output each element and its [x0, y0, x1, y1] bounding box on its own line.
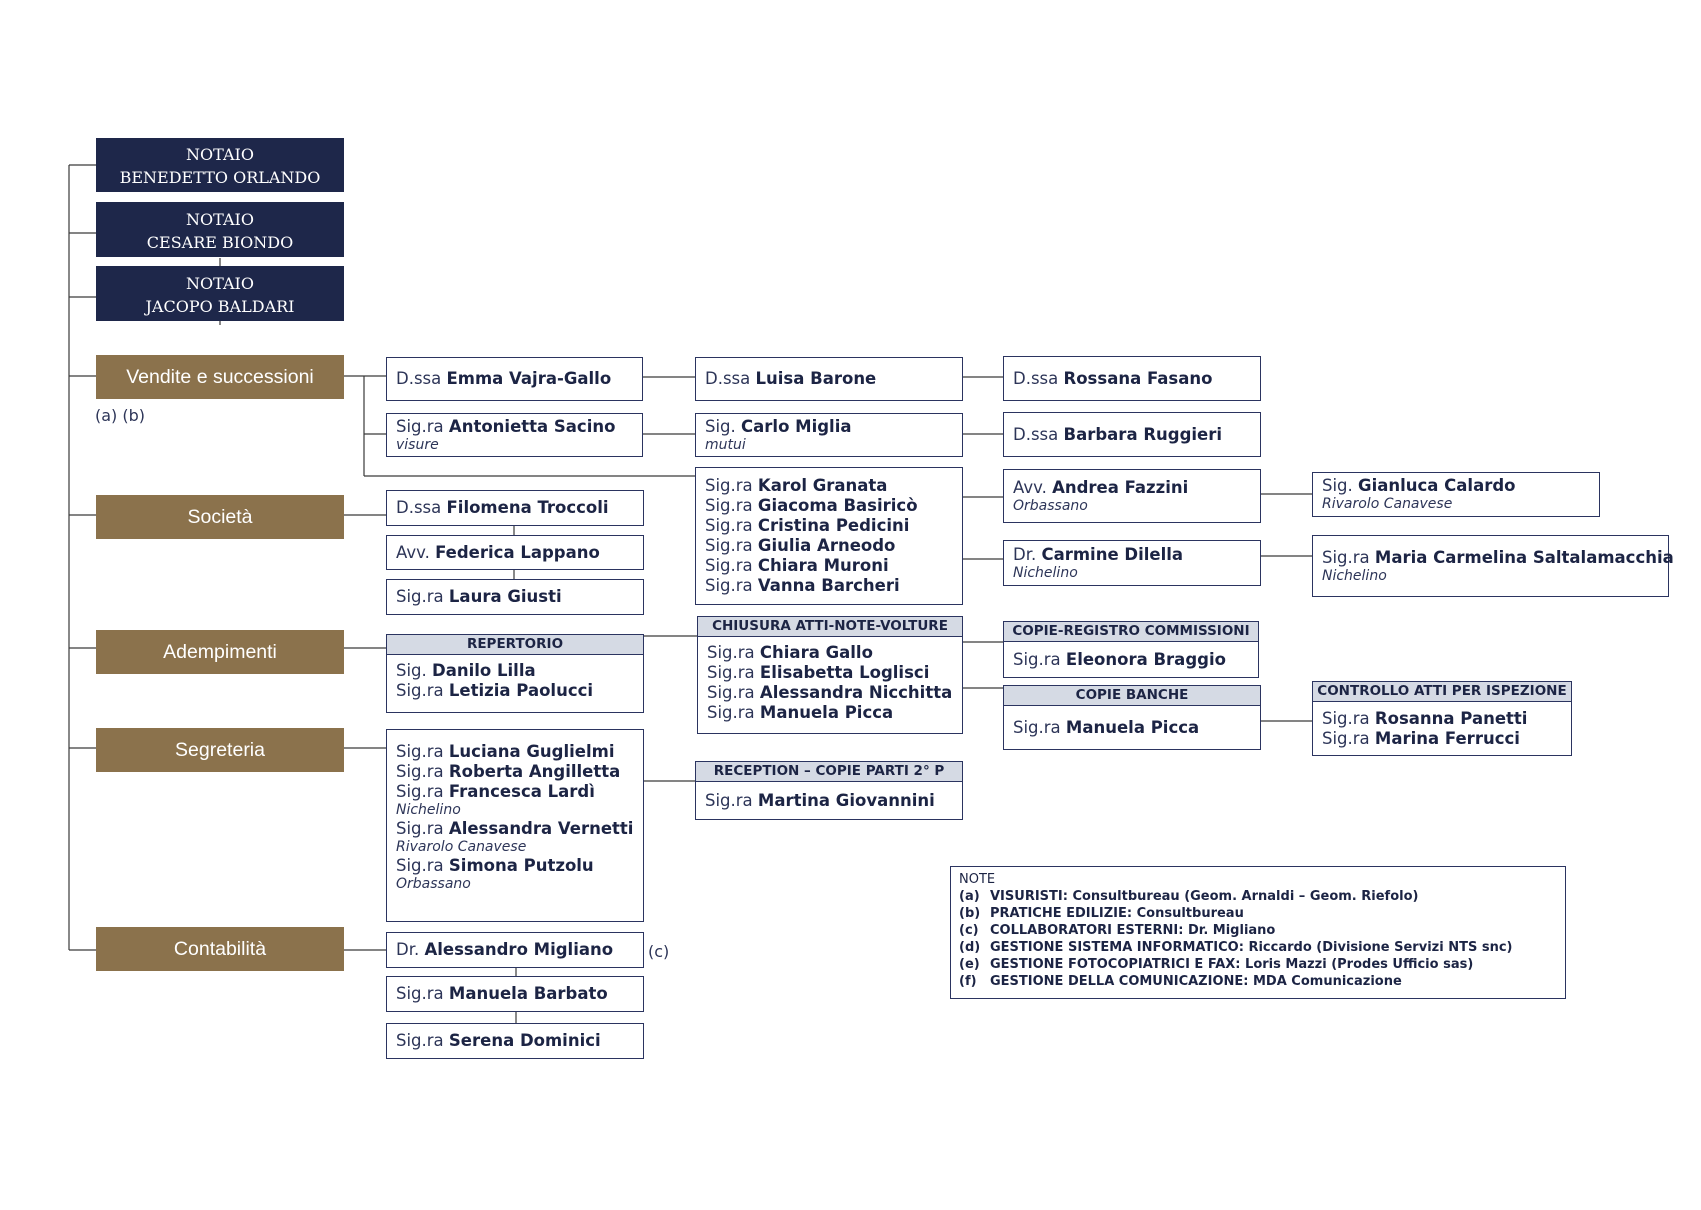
copie-registro-box: Sig.ra Eleonora Braggio [1003, 641, 1259, 678]
person-location: Nichelino [1322, 567, 1387, 584]
header-repertorio: REPERTORIO [386, 634, 644, 655]
person-name: Serena Dominici [448, 1031, 601, 1050]
chiusura-box: Sig.ra Chiara Gallo Sig.ra Elisabetta Lo… [697, 636, 963, 734]
person-box: D.ssa Emma Vajra-Gallo [386, 357, 643, 401]
group-box: Sig.ra Karol Granata Sig.ra Giacoma Basi… [695, 467, 963, 605]
note-item: (b)PRATICHE EDILIZIE: Consultbureau [959, 906, 1244, 921]
notaio-name: CESARE BIONDO [146, 232, 294, 252]
reception-box: Sig.ra Martina Giovannini [695, 781, 963, 820]
person-box: D.ssa Rossana Fasano [1003, 356, 1261, 401]
vendite-note-ref: (a) (b) [95, 406, 146, 425]
person-name: Emma Vajra-Gallo [446, 369, 612, 388]
contabilita-note-ref: (c) [648, 942, 670, 961]
segreteria-box: Sig.ra Luciana Guglielmi Sig.ra Roberta … [386, 729, 644, 922]
person-box: Sig.ra Maria Carmelina Saltalamacchia Ni… [1312, 535, 1674, 597]
person-name: Alessandro Migliano [424, 940, 614, 959]
person-location: Orbassano [1013, 497, 1088, 514]
person-role: mutui [705, 436, 746, 453]
header-copie-registro: COPIE-REGISTRO COMMISSIONI [1003, 621, 1259, 642]
person-name: Federica Lappano [435, 542, 600, 562]
controllo-box: Sig.ra Rosanna Panetti Sig.ra Marina Fer… [1312, 701, 1572, 756]
notes-title: NOTE [959, 872, 996, 887]
person-location: Nichelino [1013, 564, 1078, 581]
note-item: (e)GESTIONE FOTOCOPIATRICI E FAX: Loris … [959, 957, 1474, 972]
person-name: Luisa Barone [755, 369, 877, 388]
person-box: Sig. Carlo Miglia mutui [695, 413, 963, 457]
repertorio-box: Sig. Danilo Lilla Sig.ra Letizia Paolucc… [386, 654, 644, 713]
dept-vendite: Vendite e successioni [96, 355, 344, 399]
header-reception: RECEPTION – COPIE PARTI 2° P [695, 761, 963, 782]
dept-societa: Società [96, 495, 344, 539]
dept-segreteria: Segreteria [96, 728, 344, 772]
header-controllo: CONTROLLO ATTI PER ISPEZIONE [1312, 681, 1572, 702]
note-item: (c)COLLABORATORI ESTERNI: Dr. Migliano [959, 923, 1276, 938]
person-role: visure [396, 436, 439, 453]
person-name: Carmine Dilella [1041, 544, 1184, 564]
person-name: Manuela Barbato [448, 984, 608, 1003]
dept-contabilita: Contabilità [96, 927, 344, 971]
person-location: Rivarolo Canavese [1322, 496, 1453, 512]
note-item: (a)VISURISTI: Consultbureau (Geom. Arnal… [959, 889, 1419, 904]
person-name: Andrea Fazzini [1052, 477, 1189, 497]
person-box: Dr. Alessandro Migliano [386, 932, 644, 968]
notaio-box-3: NOTAIO JACOPO BALDARI [96, 266, 344, 321]
person-box: D.ssa Luisa Barone [695, 357, 963, 401]
person-box: Sig.ra Serena Dominici [386, 1023, 644, 1059]
person-box: Avv. Andrea Fazzini Orbassano [1003, 469, 1261, 523]
person-name: Antonietta Sacino [448, 416, 616, 436]
notes-box: NOTE (a)VISURISTI: Consultbureau (Geom. … [950, 866, 1566, 999]
person-box: Sig. Gianluca Calardo Rivarolo Canavese [1312, 472, 1600, 517]
notaio-label: NOTAIO [186, 209, 254, 229]
copie-banche-box: Sig.ra Manuela Picca [1003, 705, 1261, 750]
notaio-box-2: NOTAIO CESARE BIONDO [96, 202, 344, 257]
person-box: Avv. Federica Lappano [386, 535, 644, 570]
person-name: Carlo Miglia [741, 416, 852, 436]
header-chiusura: CHIUSURA ATTI-NOTE-VOLTURE [697, 616, 963, 637]
person-box: Dr. Carmine Dilella Nichelino [1003, 540, 1261, 586]
person-name: Maria Carmelina Saltalamacchia [1374, 547, 1674, 567]
person-box: Sig.ra Antonietta Sacino visure [386, 413, 643, 457]
person-name: Gianluca Calardo [1358, 476, 1516, 495]
person-name: Rossana Fasano [1063, 368, 1213, 388]
person-box: D.ssa Filomena Troccoli [386, 490, 644, 526]
notaio-label: NOTAIO [186, 273, 254, 293]
person-box: Sig.ra Manuela Barbato [386, 976, 644, 1012]
person-box: D.ssa Barbara Ruggieri [1003, 412, 1261, 457]
header-copie-banche: COPIE BANCHE [1003, 685, 1261, 706]
note-item: (f)GESTIONE DELLA COMUNICAZIONE: MDA Com… [959, 974, 1402, 989]
notaio-label: NOTAIO [186, 145, 254, 164]
notaio-box-1: NOTAIO BENEDETTO ORLANDO [96, 138, 344, 192]
person-name: Barbara Ruggieri [1063, 424, 1223, 444]
notaio-name: BENEDETTO ORLANDO [119, 168, 321, 187]
note-item: (d)GESTIONE SISTEMA INFORMATICO: Riccard… [959, 940, 1513, 955]
person-box: Sig.ra Laura Giusti [386, 579, 644, 615]
notaio-name: JACOPO BALDARI [145, 296, 295, 316]
person-name: Filomena Troccoli [446, 498, 609, 517]
dept-adempimenti: Adempimenti [96, 630, 344, 674]
person-name: Laura Giusti [448, 587, 562, 606]
